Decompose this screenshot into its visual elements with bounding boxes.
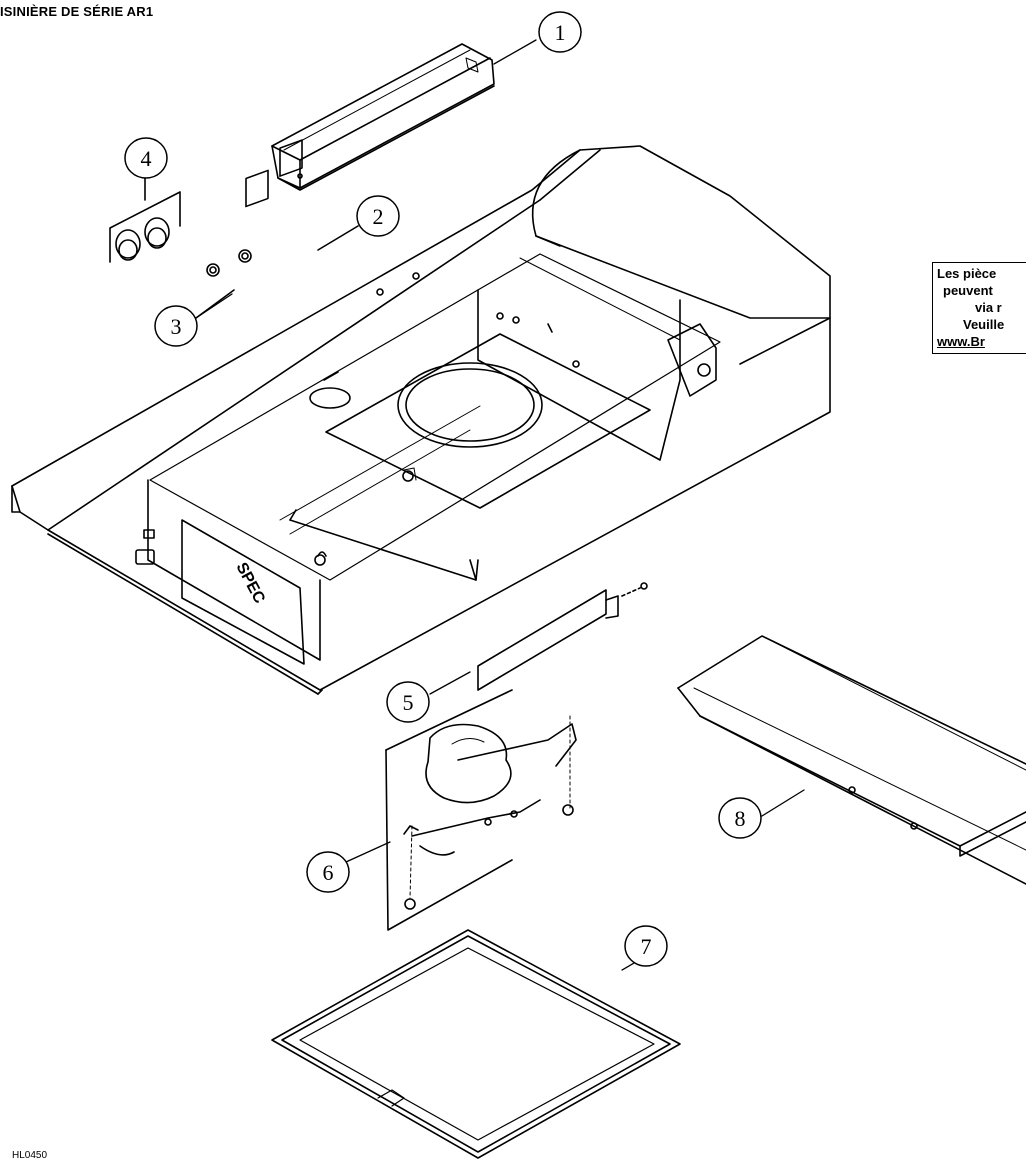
page-title: ISINIÈRE DE SÉRIE AR1	[0, 4, 154, 19]
callout-5-circle	[386, 681, 430, 723]
note-line-3: via r	[975, 300, 1002, 315]
callout-8-circle	[718, 797, 762, 839]
part-8-panel	[677, 635, 1026, 885]
range-hood-body	[11, 145, 831, 695]
callout-2-label: 2	[373, 204, 384, 229]
callout-2-circle	[356, 195, 400, 237]
note-line-1: Les pièce	[937, 266, 997, 281]
part-2-3-switches	[195, 139, 359, 319]
callout-7-label: 7	[641, 934, 652, 959]
callout-3-circle	[154, 305, 198, 347]
figure-code: HL0450	[12, 1150, 48, 1161]
callout-4-label: 4	[141, 146, 152, 171]
callout-1-label: 1	[555, 20, 566, 45]
parts-note-box: Les pièce peuvent via r Veuille www.Br	[932, 262, 1026, 354]
part-6-motor	[385, 689, 577, 931]
part-7-filter	[271, 929, 681, 1159]
callout-3-label: 3	[171, 314, 182, 339]
callout-5-label: 5	[403, 690, 414, 715]
part-5-plate	[477, 582, 648, 691]
note-line-5-link[interactable]: www.Br	[937, 334, 985, 349]
note-line-2: peuvent	[943, 283, 993, 298]
note-line-4: Veuille	[963, 317, 1005, 332]
part-4-knobs	[109, 177, 181, 263]
callout-6-label: 6	[323, 860, 334, 885]
callout-8-label: 8	[735, 806, 746, 831]
callout-6-circle	[306, 851, 350, 893]
part-1-light-housing	[271, 43, 495, 191]
callout-circles	[124, 11, 762, 967]
callout-1-circle	[538, 11, 582, 53]
callout-4-circle	[124, 137, 168, 179]
callout-7-circle	[624, 925, 668, 967]
callout-leaders	[195, 39, 805, 971]
